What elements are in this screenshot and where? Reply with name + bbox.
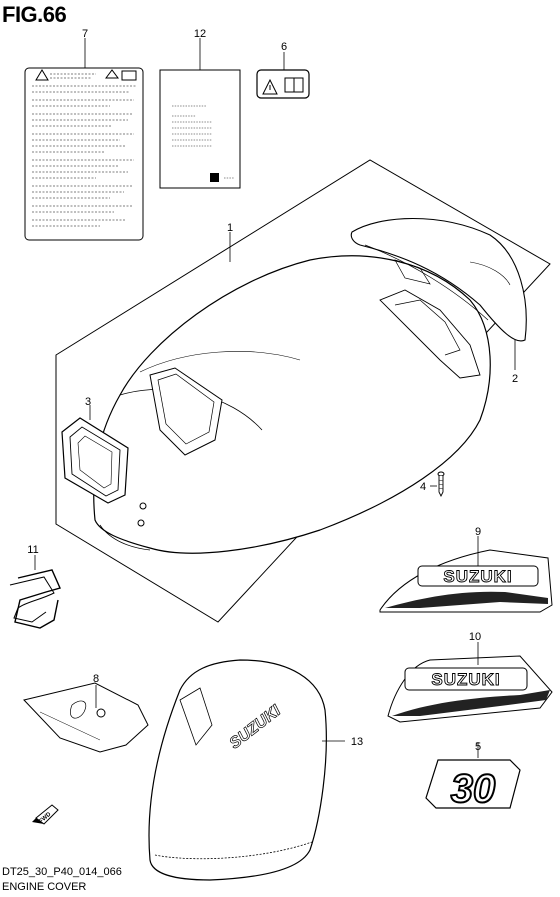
model-number-decal: 30 <box>425 759 521 812</box>
warning-triangle-icon <box>35 69 49 81</box>
callout-label-1: 1 <box>227 222 233 234</box>
fwd-arrow-icon: FWD <box>32 804 59 825</box>
callout-label-2: 2 <box>512 373 518 385</box>
owners-manual <box>159 69 241 189</box>
caution-decal <box>256 69 310 99</box>
cover-bag <box>23 682 149 753</box>
diagram-code: DT25_30_P40_014_066 <box>2 866 122 878</box>
callout-label-9: 9 <box>475 526 481 538</box>
callout-label-13: 13 <box>351 736 363 748</box>
s-emblem <box>9 569 61 629</box>
callout-label-10: 10 <box>469 631 481 643</box>
callout-label-6: 6 <box>281 41 287 53</box>
suzuki-decal-upper: SUZUKI <box>379 549 553 613</box>
brand-logo-icon <box>210 173 219 182</box>
decal-brand-text: SUZUKI <box>431 670 500 689</box>
rear-cover-piece <box>350 218 527 342</box>
callout-label-5: 5 <box>475 741 481 753</box>
callout-label-11: 11 <box>27 544 38 556</box>
decal-model-text: 30 <box>451 767 496 811</box>
callout-label-12: 12 <box>194 28 206 40</box>
decal-brand-text: SUZUKI <box>443 567 512 586</box>
engine-cover <box>93 255 491 554</box>
callout-label-7: 7 <box>82 28 88 40</box>
callout-label-3: 3 <box>85 396 91 408</box>
figure-title: FIG.66 <box>2 2 67 27</box>
callout-label-4: 4 <box>420 481 426 493</box>
suzuki-decal-lower: SUZUKI <box>387 655 553 723</box>
callout-label-8: 8 <box>93 673 99 685</box>
storage-cover: SUZUKI <box>148 659 327 881</box>
book-icon <box>121 70 137 81</box>
diagram-name: ENGINE COVER <box>2 881 87 893</box>
rubber-grommet <box>61 417 129 504</box>
screw-icon <box>430 471 445 498</box>
warning-triangle-icon <box>105 69 119 79</box>
warning-label-sheet <box>24 67 144 241</box>
